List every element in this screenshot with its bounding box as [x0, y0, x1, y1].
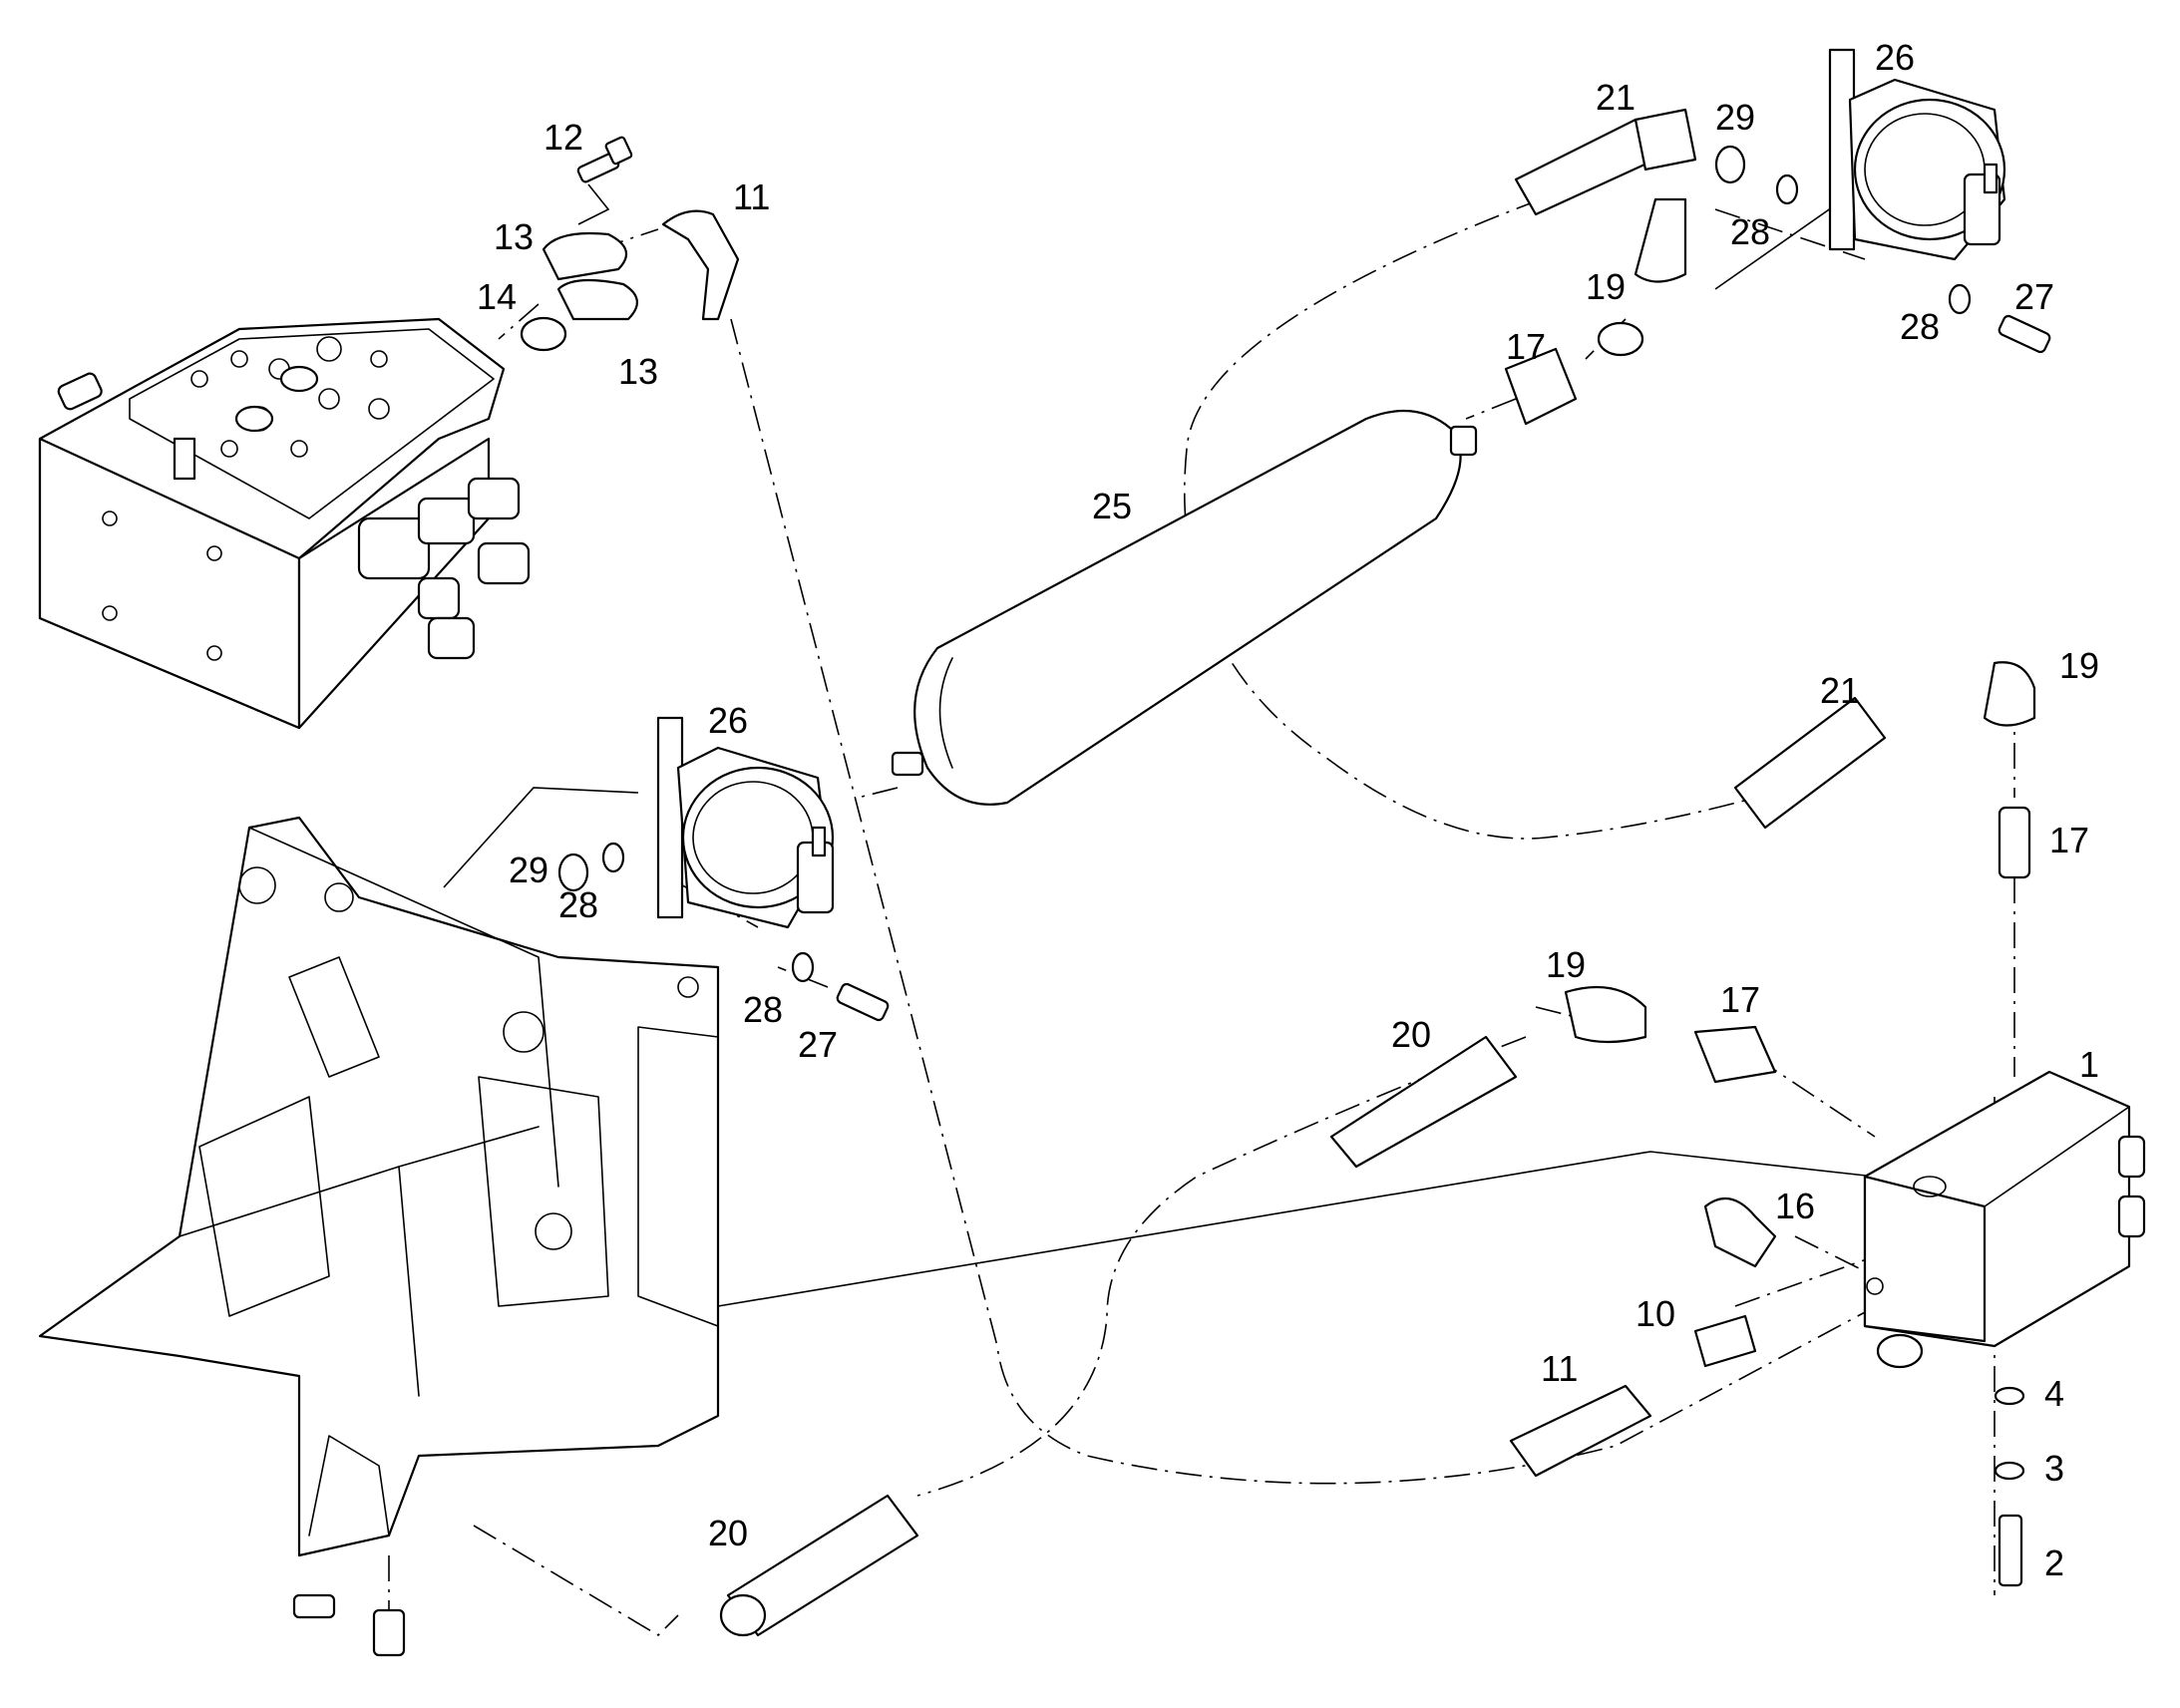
accumulator-25: [891, 409, 1478, 806]
callout-29: 29: [509, 850, 548, 890]
washer-28-upper: [1775, 173, 1799, 205]
bolt-27-upper: [1998, 314, 2051, 354]
test-coupling-10: [1693, 1314, 1757, 1368]
loader-frame: [38, 816, 720, 1557]
callout-2: 2: [2044, 1542, 2064, 1583]
flange-half-13-lower: [556, 278, 638, 321]
washer-28-right: [1948, 283, 1972, 315]
connection-lines: [388, 198, 2015, 1637]
callout-26: 26: [1875, 37, 1915, 78]
callout-28: 28: [558, 884, 598, 925]
clamp-bracket-26-lower: [656, 716, 835, 929]
bolt-27-lower: [836, 982, 890, 1022]
washer-28-lower: [601, 842, 625, 873]
bolt-2: [1998, 1514, 2023, 1587]
hose-fitting-11-upper: [661, 209, 740, 321]
adapter-17-right: [1998, 806, 2031, 879]
hose-20-lower: [719, 1494, 919, 1637]
callout-28: 28: [1900, 306, 1940, 347]
elbow-19-middle: [1564, 985, 1647, 1044]
nut-29-upper: [1714, 145, 1746, 184]
callout-13: 13: [494, 216, 534, 257]
callout-28: 28: [1730, 211, 1770, 252]
test-couplings: [1509, 1196, 1777, 1478]
upper-right-fittings: [1504, 108, 1697, 426]
small-hardware: [557, 145, 2051, 1022]
callout-4: 4: [2044, 1373, 2064, 1414]
callout-21: 21: [1596, 77, 1635, 118]
hose-11-lower: [1509, 1384, 1652, 1478]
elbow-19-upper: [1634, 197, 1687, 283]
callout-labels: 1 2 3 4 10 11 11 12 13 13 14 16 17 17 17…: [477, 37, 2099, 1583]
callout-1: 1: [2079, 1044, 2099, 1085]
callout-12: 12: [544, 117, 583, 158]
callout-20: 20: [708, 1513, 748, 1553]
callout-21: 21: [1820, 670, 1860, 711]
callout-19: 19: [2059, 645, 2099, 686]
adapter-17-upper: [1504, 347, 1578, 426]
callout-25: 25: [1092, 486, 1132, 526]
hose-21-upper: [1514, 118, 1657, 216]
right-fittings: [1733, 661, 2036, 879]
callout-11: 11: [1541, 1348, 1578, 1389]
callout-28: 28: [743, 989, 783, 1030]
washer-3: [1994, 1461, 2025, 1481]
flange-fittings: [520, 136, 740, 352]
callout-27: 27: [798, 1024, 838, 1065]
hose-20-middle: [1329, 1035, 1518, 1169]
middle-fittings: [1329, 985, 1777, 1169]
valve-block-1: [1863, 1070, 2146, 1587]
callout-17: 17: [2049, 820, 2089, 860]
callout-19: 19: [1586, 266, 1626, 307]
callout-19: 19: [1546, 944, 1586, 985]
callout-27: 27: [2014, 276, 2054, 317]
callout-29: 29: [1715, 97, 1755, 138]
callout-20: 20: [1391, 1014, 1431, 1055]
bottom-fitting: [292, 1593, 406, 1657]
flange-half-13-upper: [542, 231, 628, 281]
clamp-bracket-26-upper: [1828, 48, 2006, 261]
o-ring-14: [520, 316, 567, 352]
test-point-16: [1703, 1196, 1777, 1268]
callout-10: 10: [1635, 1293, 1675, 1334]
washer-4: [1994, 1386, 2025, 1406]
callout-17: 17: [1720, 979, 1760, 1020]
hose-21-right: [1733, 696, 1887, 830]
callout-3: 3: [2044, 1448, 2064, 1489]
callout-26: 26: [708, 700, 748, 741]
adapter-17-middle: [1693, 1025, 1777, 1084]
callout-13: 13: [618, 351, 658, 392]
washer-28-bottom: [791, 951, 815, 983]
callout-16: 16: [1775, 1186, 1815, 1226]
callout-11: 11: [733, 176, 770, 217]
callout-17: 17: [1506, 326, 1546, 367]
nut-29-lower: [557, 853, 589, 892]
control-valve-block: [38, 317, 531, 730]
elbow-19-right: [1983, 661, 2036, 727]
callout-14: 14: [477, 276, 517, 317]
